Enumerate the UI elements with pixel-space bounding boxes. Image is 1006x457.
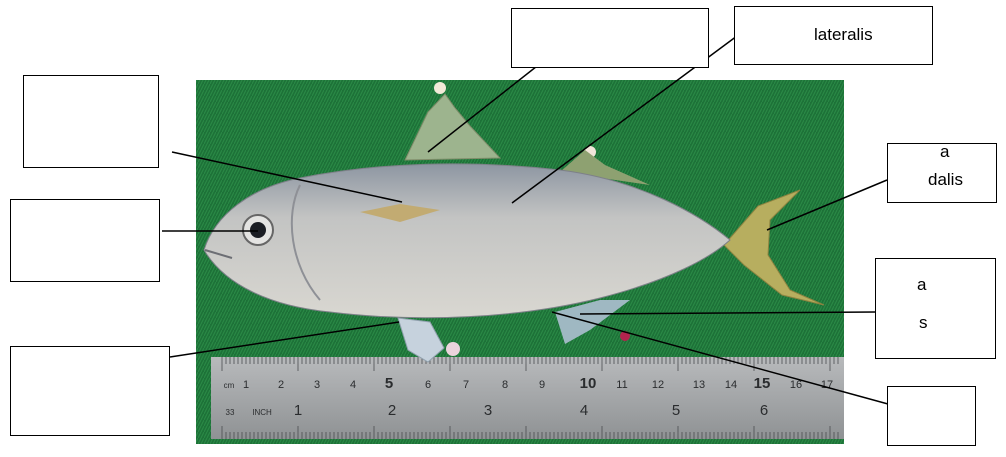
ruler-inch-label: 3	[484, 402, 492, 419]
ruler-cm-label: 7	[463, 379, 469, 391]
pin-top	[434, 82, 446, 94]
fish-pupil	[250, 222, 266, 238]
label-box-pinna-caudalis: a dalis	[887, 143, 997, 203]
label-lateralis-text: lateralis	[814, 25, 873, 45]
ruler-cm-label: 15	[754, 375, 771, 392]
ruler-cm-label: 9	[539, 379, 545, 391]
label-analis-line1: a	[917, 275, 926, 295]
ruler-inch-label: 5	[672, 402, 680, 419]
label-caudalis-line1: a	[940, 143, 949, 162]
ruler-cm-label: 3	[314, 379, 320, 391]
label-box-upper-left	[23, 75, 159, 168]
label-box-pinna-analis: a s	[875, 258, 996, 359]
ruler-inch-label: 33	[226, 408, 235, 417]
ruler-cm-label: 6	[425, 379, 431, 391]
label-box-first-dorsal-fin	[511, 8, 709, 68]
label-box-anus	[887, 386, 976, 446]
ruler-cm-label: 8	[502, 379, 508, 391]
ruler-cm-label: 13	[693, 379, 705, 391]
ruler-cm-label: 10	[580, 375, 597, 392]
ruler-cm-label: 14	[725, 379, 737, 391]
ruler-inch-label: INCH	[252, 408, 272, 417]
ruler-cm-label: 1	[243, 379, 249, 391]
ruler-cm-label: 4	[350, 379, 356, 391]
label-box-linea-lateralis: lateralis	[734, 6, 933, 65]
ruler-cm-label: 16	[790, 379, 802, 391]
label-caudalis-line2: dalis	[928, 170, 963, 190]
ruler-cm-label: 2	[278, 379, 284, 391]
label-box-eye	[10, 199, 160, 282]
ruler-inch-label: 6	[760, 402, 768, 419]
label-analis-line2: s	[919, 313, 928, 333]
ruler-cm-label: cm	[224, 381, 235, 390]
pin-bottom-left	[446, 342, 460, 356]
ruler-cm-label: 11	[616, 379, 627, 391]
ruler-cm-label: 12	[652, 379, 664, 391]
ruler-cm-label: 5	[385, 375, 393, 392]
ruler-inch-label: 1	[294, 402, 302, 419]
ruler-inch-label: 2	[388, 402, 396, 419]
ruler-inch-label: 4	[580, 402, 588, 419]
label-box-pelvic-fin	[10, 346, 170, 436]
